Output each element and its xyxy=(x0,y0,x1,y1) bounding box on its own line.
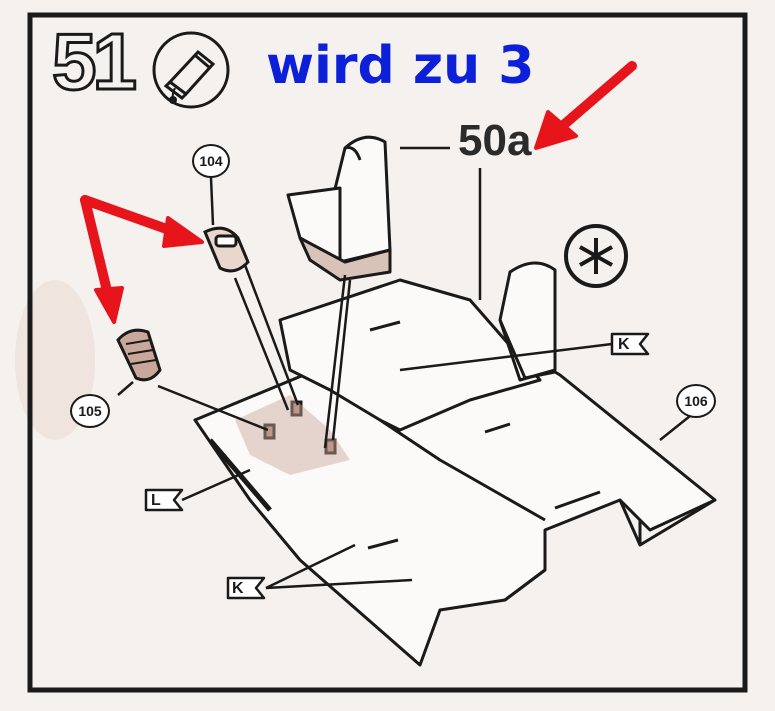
annotation-title: wird zu 3 xyxy=(266,36,535,96)
part-105-piece xyxy=(116,328,162,382)
seat-part-50a xyxy=(286,135,392,282)
assembly-lines xyxy=(117,146,691,590)
step-number: 51 xyxy=(51,17,139,106)
red-arrows xyxy=(80,61,637,324)
flag-k-lower: K xyxy=(232,580,244,597)
part-number-106: 106 xyxy=(676,384,716,418)
flag-l: L xyxy=(151,492,161,509)
part-number-104: 104 xyxy=(192,144,230,178)
part-104-piece xyxy=(203,226,250,273)
part-number-105: 105 xyxy=(70,394,110,428)
floor-shading xyxy=(235,395,350,475)
flag-k-upper: K xyxy=(618,336,630,353)
paint-asterisk-icon xyxy=(564,224,628,288)
step-frame xyxy=(27,12,748,693)
seat-rear xyxy=(498,261,557,382)
flag-outlines xyxy=(144,332,650,600)
part-label-50a: 50a xyxy=(458,116,532,165)
glue-tube-icon xyxy=(152,31,230,109)
floor-slots xyxy=(263,320,601,550)
